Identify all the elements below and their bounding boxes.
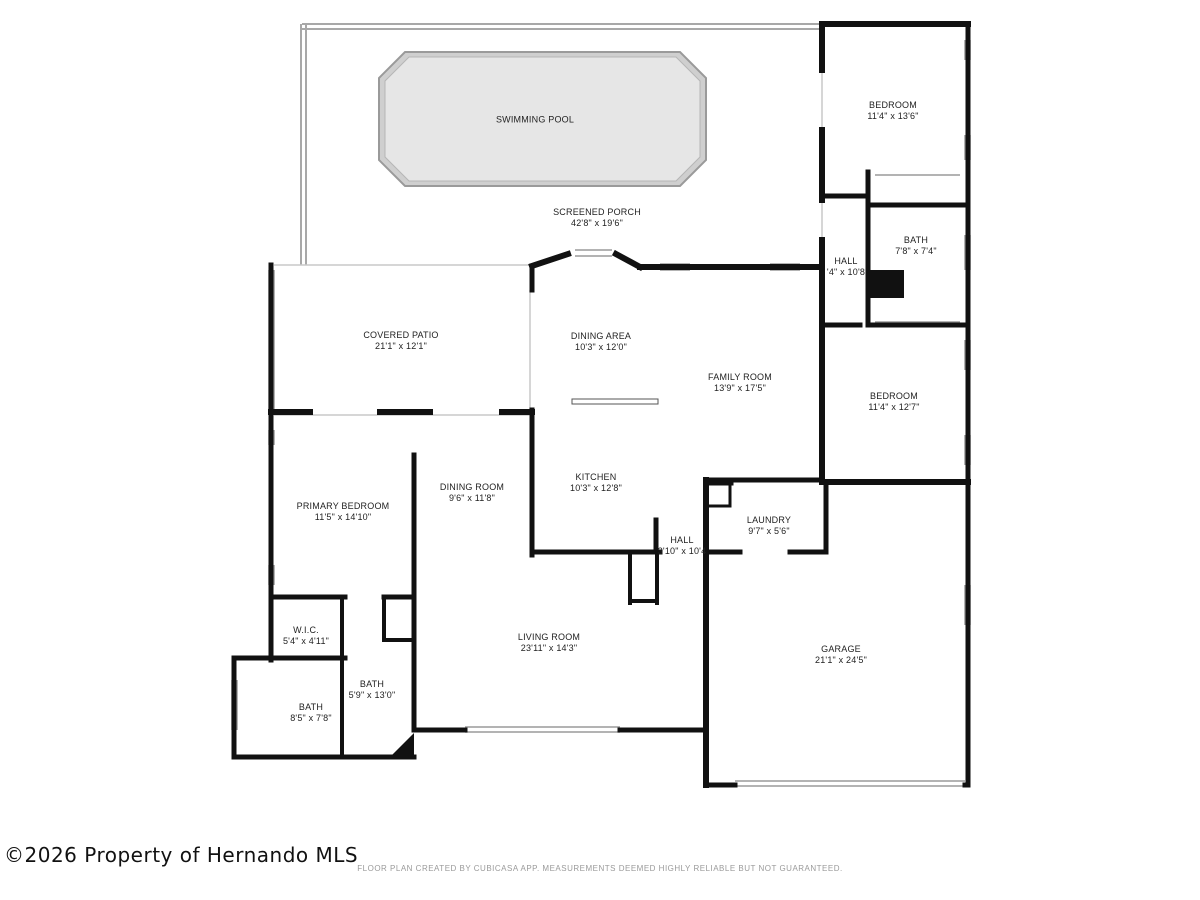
room-name: LIVING ROOM bbox=[517, 632, 581, 642]
room-dimensions: 8'5" x 7'8" bbox=[290, 713, 332, 723]
room-label-dining-room: DINING ROOM 9'6" x 11'8" bbox=[440, 482, 504, 504]
room-dimensions: 11'4" x 12'7" bbox=[868, 402, 920, 412]
room-name: DINING AREA bbox=[570, 331, 632, 341]
room-dimensions: 42'8" x 19'6" bbox=[571, 218, 623, 228]
room-dimensions: 3'10" x 10'4 bbox=[657, 546, 707, 556]
room-dimensions: '4" x 10'8 bbox=[826, 267, 866, 277]
walls bbox=[231, 21, 971, 788]
room-dimensions: 5'4" x 4'11" bbox=[282, 636, 330, 646]
screen-porch-frame bbox=[300, 23, 822, 265]
swimming-pool bbox=[378, 51, 707, 187]
copyright-watermark: ©2026 Property of Hernando MLS bbox=[4, 843, 359, 867]
room-name: BEDROOM bbox=[870, 391, 918, 401]
kitchen-island bbox=[571, 398, 659, 405]
room-name: BATH bbox=[298, 702, 324, 712]
room-dimensions: 13'9" x 17'5" bbox=[714, 383, 766, 393]
closet-block bbox=[870, 270, 904, 298]
room-name: BATH bbox=[359, 679, 385, 689]
room-name: PRIMARY BEDROOM bbox=[296, 501, 390, 511]
room-dimensions: 10'3" x 12'8" bbox=[570, 483, 622, 493]
room-label-dining-area: DINING AREA 10'3" x 12'0" bbox=[571, 331, 631, 353]
corner-fill bbox=[390, 733, 414, 757]
room-label-living-room: LIVING ROOM 23'11" x 14'3" bbox=[518, 632, 580, 654]
room-name: HALL bbox=[670, 535, 694, 545]
room-label-wic: W.I.C. 5'4" x 4'11" bbox=[283, 625, 329, 647]
room-label-covered-patio: COVERED PATIO 21'1" x 12'1" bbox=[363, 330, 438, 352]
room-dimensions: 9'6" x 11'8" bbox=[448, 493, 496, 503]
room-name: GARAGE bbox=[821, 644, 861, 654]
room-name: FAMILY ROOM bbox=[708, 372, 772, 382]
room-label-bedroom-2: BEDROOM 11'4" x 12'7" bbox=[868, 391, 919, 413]
room-label-laundry: LAUNDRY 9'7" x 5'6" bbox=[747, 515, 791, 537]
room-label-bedroom-1: BEDROOM 11'4" x 13'6" bbox=[867, 100, 918, 122]
room-label-screened-porch: SCREENED PORCH 42'8" x 19'6" bbox=[553, 207, 641, 229]
room-label-garage: GARAGE 21'1" x 24'5" bbox=[815, 644, 867, 666]
room-label-bath-1: BATH 7'8" x 7'4" bbox=[895, 235, 937, 257]
room-name: KITCHEN bbox=[575, 472, 617, 482]
room-dimensions: 21'1" x 12'1" bbox=[375, 341, 427, 351]
room-dimensions: 11'5" x 14'10" bbox=[314, 512, 372, 522]
room-name: DINING ROOM bbox=[439, 482, 505, 492]
room-dimensions: 11'4" x 13'6" bbox=[867, 111, 919, 121]
room-dimensions: 7'8" x 7'4" bbox=[895, 246, 937, 256]
disclaimer-text: FLOOR PLAN CREATED BY CUBICASA APP. MEAS… bbox=[357, 864, 843, 873]
room-label-hall-2: HALL 3'10" x 10'4 bbox=[658, 535, 707, 557]
room-label-bath-2: BATH 5'9" x 13'0" bbox=[349, 679, 396, 701]
room-name: SWIMMING POOL bbox=[495, 114, 575, 125]
room-name: BATH bbox=[903, 235, 929, 245]
room-dimensions: 9'7" x 5'6" bbox=[748, 526, 790, 536]
room-name: SCREENED PORCH bbox=[553, 207, 641, 217]
room-label-family-room: FAMILY ROOM 13'9" x 17'5" bbox=[708, 372, 772, 394]
room-dimensions: 21'1" x 24'5" bbox=[815, 655, 867, 665]
room-dimensions: 10'3" x 12'0" bbox=[575, 342, 627, 352]
room-name: HALL bbox=[834, 256, 858, 266]
room-name: BEDROOM bbox=[869, 100, 917, 110]
room-name: COVERED PATIO bbox=[363, 330, 439, 340]
room-label-bath-3: BATH 8'5" x 7'8" bbox=[290, 702, 332, 724]
room-label-primary-bedroom: PRIMARY BEDROOM 11'5" x 14'10" bbox=[297, 501, 390, 523]
room-dimensions: 5'9" x 13'0" bbox=[348, 690, 396, 700]
room-label-kitchen: KITCHEN 10'3" x 12'8" bbox=[570, 472, 622, 494]
room-label-hall-1: HALL '4" x 10'8 bbox=[827, 256, 865, 278]
room-label-swimming-pool: SWIMMING POOL bbox=[496, 115, 574, 126]
room-dimensions: 23'11" x 14'3" bbox=[520, 643, 578, 653]
room-name: LAUNDRY bbox=[746, 515, 792, 525]
room-name: W.I.C. bbox=[293, 625, 319, 635]
